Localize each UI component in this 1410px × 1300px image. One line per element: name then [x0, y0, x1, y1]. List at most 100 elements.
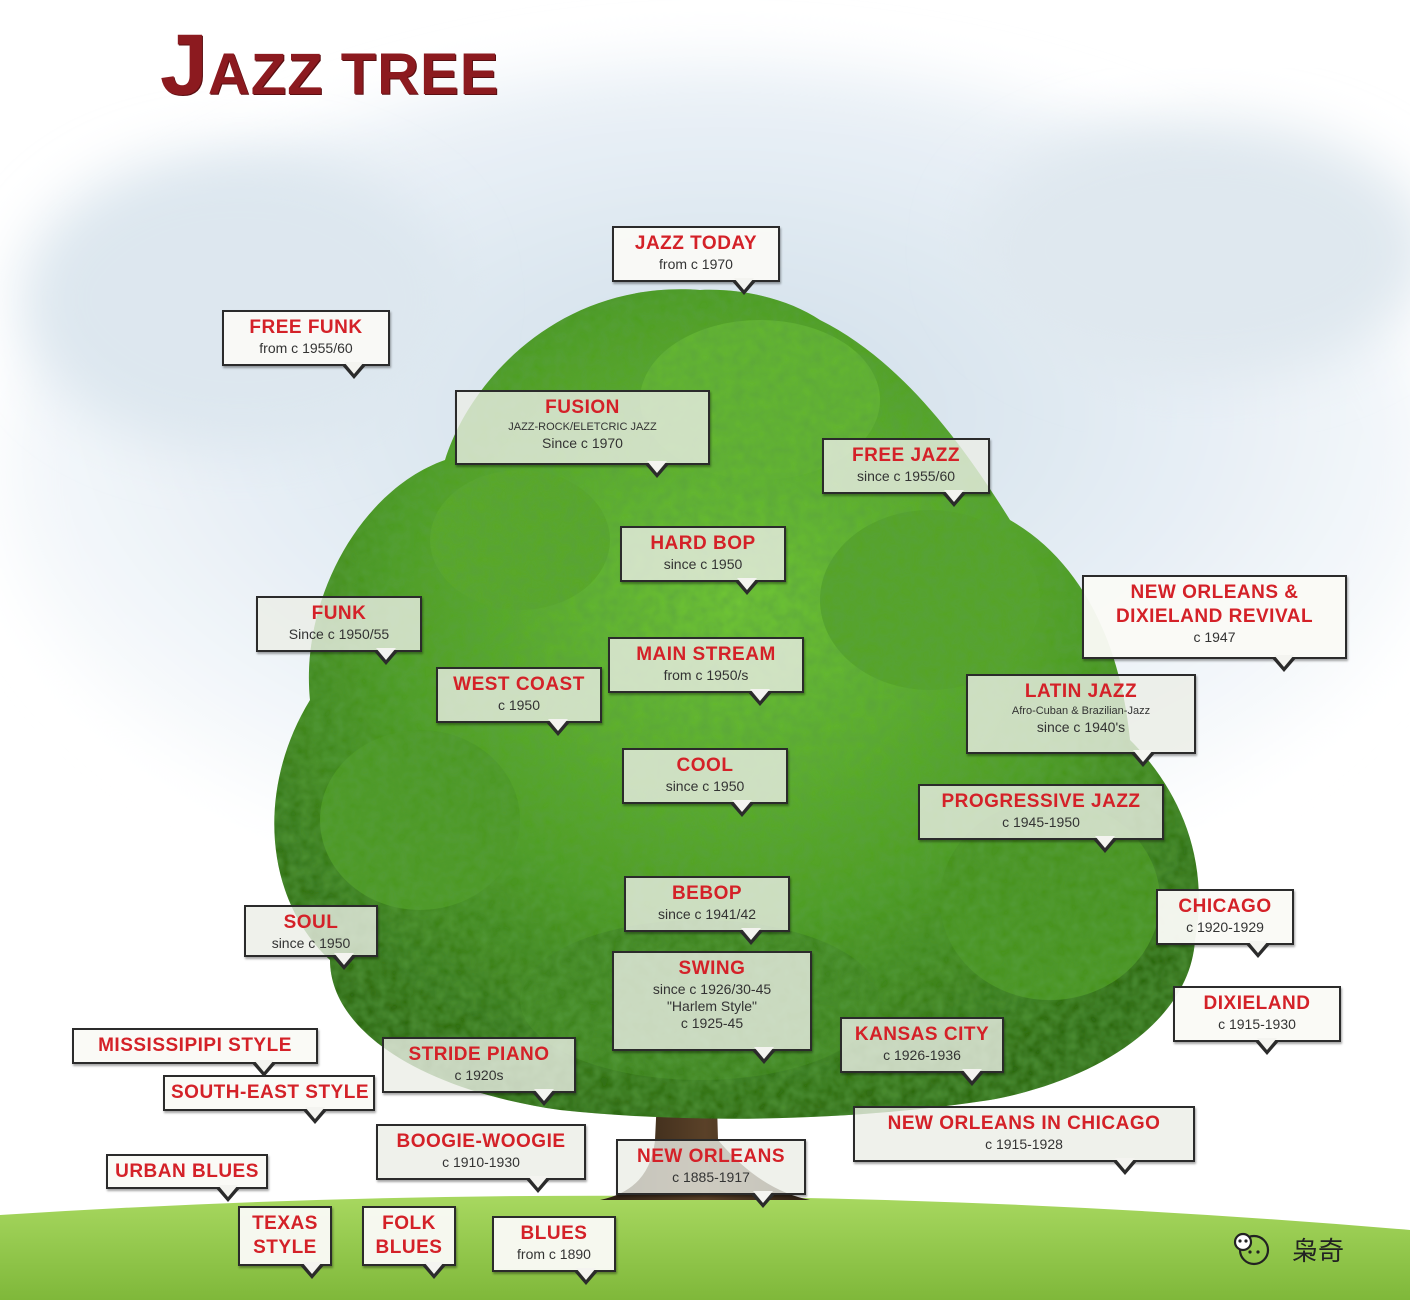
label-date: since c 1941/42 — [657, 906, 757, 922]
label-title: FREE JAZZ — [852, 445, 960, 466]
label-kansas-city: KANSAS CITY c 1926-1936 — [840, 1017, 1004, 1086]
callout-pointer — [331, 953, 357, 970]
callout-pointer — [738, 928, 764, 945]
watermark-logo: 枭奇 — [1233, 1232, 1344, 1267]
label-title: COOL — [676, 755, 734, 776]
label-bebop: BEBOP since c 1941/42 — [624, 876, 790, 945]
label-urban-blues: URBAN BLUES — [106, 1154, 268, 1202]
callout-pointer — [341, 362, 367, 379]
label-south-east-style: SOUTH-EAST STYLE — [163, 1075, 375, 1124]
label-date: since c 1950 — [271, 935, 351, 951]
label-title: FUNK — [311, 603, 367, 624]
callout-pointer — [751, 1047, 777, 1064]
label-date: "Harlem Style" — [666, 998, 758, 1014]
label-date: c 1945-1950 — [1002, 814, 1080, 830]
title-first-letter: J — [160, 17, 208, 113]
label-date: c 1885-1917 — [672, 1169, 750, 1185]
callout-pointer — [1112, 1158, 1138, 1175]
label-title: NEW ORLEANS & — [1130, 582, 1299, 603]
callout-pointer — [531, 1089, 557, 1106]
callout-pointer — [302, 1107, 328, 1124]
callout-pointer — [731, 278, 757, 295]
label-title: SOUTH-EAST STYLE — [171, 1082, 370, 1103]
watermark-text: 枭奇 — [1292, 1237, 1344, 1267]
callout-pointer — [1130, 750, 1156, 767]
label-title: WEST COAST — [453, 674, 585, 695]
label-date: c 1950 — [497, 697, 541, 713]
label-date: from c 1955/60 — [259, 340, 353, 356]
callout-pointer — [1271, 655, 1297, 672]
grass-ground — [0, 1195, 1410, 1300]
label-title: PROGRESSIVE JAZZ — [941, 791, 1141, 812]
label-title-line2: BLUES — [375, 1237, 443, 1258]
label-title: LATIN JAZZ — [1024, 681, 1138, 702]
label-date: c 1947 — [1193, 629, 1236, 645]
label-date: since c 1955/60 — [856, 468, 956, 484]
callout-pointer — [729, 800, 755, 817]
label-date: c 1925-45 — [680, 1015, 744, 1031]
callout-pointer — [747, 689, 773, 706]
callout-pointer — [545, 719, 571, 736]
label-title: BEBOP — [671, 883, 743, 904]
label-title: FUSION — [545, 397, 620, 418]
callout-pointer — [644, 461, 670, 478]
label-fusion: FUSION JAZZ-ROCK/ELETCRIC JAZZ Since c 197… — [455, 390, 710, 478]
label-title: BOOGIE-WOOGIE — [396, 1131, 566, 1152]
label-title: SOUL — [283, 912, 339, 933]
label-date: c 1926-1936 — [883, 1047, 961, 1063]
label-date: c 1920s — [454, 1067, 504, 1083]
label-title: SWING — [678, 958, 746, 979]
callout-pointer — [750, 1191, 776, 1208]
label-stride-piano: STRIDE PIANO c 1920s — [382, 1037, 576, 1106]
label-date: since c 1950 — [665, 778, 745, 794]
label-title: BLUES — [520, 1223, 588, 1244]
callout-pointer — [251, 1060, 277, 1077]
callout-pointer — [734, 578, 760, 595]
label-chicago: CHICAGO c 1920-1929 — [1156, 889, 1294, 958]
label-title: MISSISSIPIPI STYLE — [98, 1035, 292, 1056]
label-date: from c 1890 — [517, 1246, 591, 1262]
label-date: since c 1926/30-45 — [652, 981, 772, 997]
label-mississippi-style: MISSISSIPIPI STYLE — [72, 1028, 318, 1077]
label-date: c 1910-1930 — [442, 1154, 520, 1170]
callout-pointer — [573, 1268, 599, 1285]
label-soul: SOUL since c 1950 — [244, 905, 378, 970]
callout-pointer — [1245, 941, 1271, 958]
label-title: KANSAS CITY — [854, 1024, 990, 1045]
label-title: TEXAS — [252, 1213, 318, 1234]
callout-pointer — [299, 1262, 325, 1279]
label-date: c 1915-1930 — [1218, 1016, 1296, 1032]
label-title: HARD BOP — [650, 533, 756, 554]
label-title: URBAN BLUES — [115, 1161, 259, 1182]
callout-pointer — [215, 1185, 241, 1202]
callout-pointer — [959, 1069, 985, 1086]
callout-pointer — [1092, 836, 1118, 853]
label-date: JAZZ-ROCK/ELETCRIC JAZZ — [508, 421, 657, 433]
label-title: JAZZ TODAY — [634, 233, 758, 254]
page-title: JAZZ TREE — [160, 22, 499, 108]
label-date: c 1920-1929 — [1186, 919, 1264, 935]
label-title: CHICAGO — [1178, 896, 1272, 917]
label-free-funk: FREE FUNK from c 1955/60 — [222, 310, 390, 379]
label-title: FREE FUNK — [249, 317, 363, 338]
callout-pointer — [525, 1176, 551, 1193]
label-title: NEW ORLEANS IN CHICAGO — [887, 1113, 1161, 1134]
callout-pointer — [941, 490, 967, 507]
label-hard-bop: HARD BOP since c 1950 — [620, 526, 786, 595]
label-date: Since c 1970 — [542, 435, 623, 451]
label-west-coast: WEST COAST c 1950 — [436, 667, 602, 736]
label-title: FOLK — [382, 1213, 436, 1234]
label-title: STRIDE PIANO — [408, 1044, 550, 1065]
label-boogie-woogie: BOOGIE-WOOGIE c 1910-1930 — [376, 1124, 586, 1193]
label-date: since c 1950 — [663, 556, 743, 572]
label-date: Since c 1950/55 — [288, 626, 390, 642]
